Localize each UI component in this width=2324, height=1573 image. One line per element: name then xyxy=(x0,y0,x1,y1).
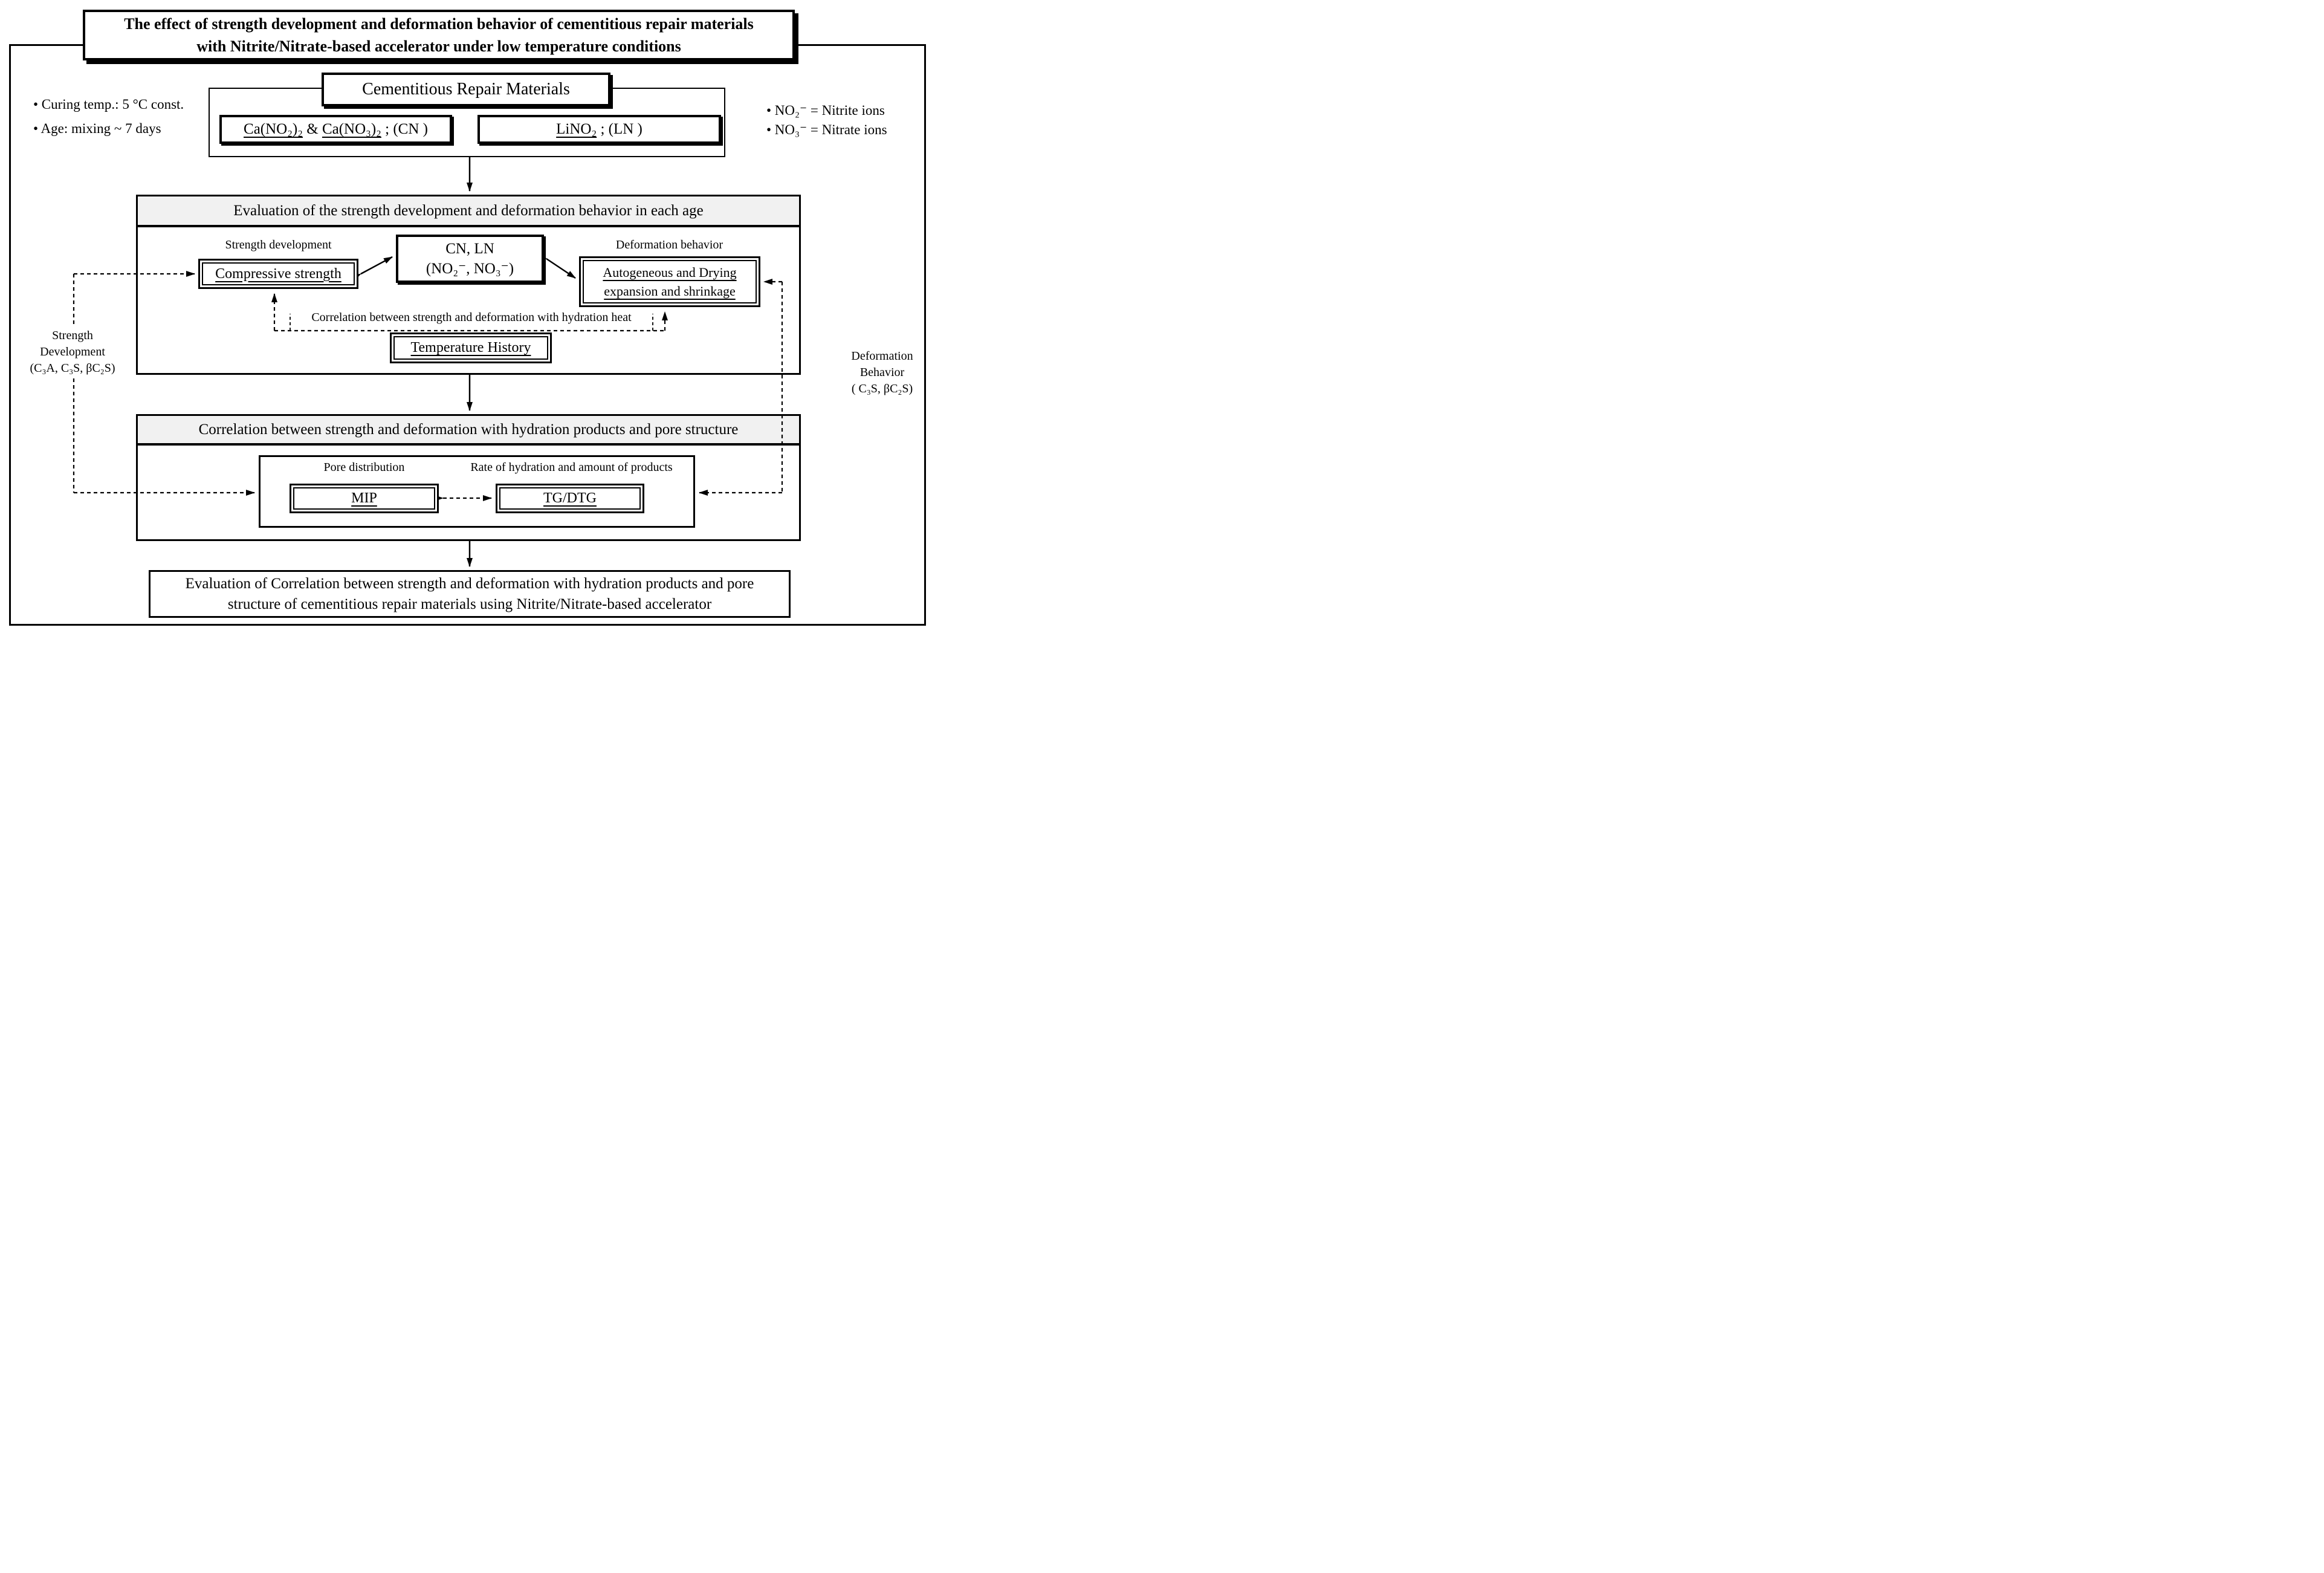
side-left-line1: Strength xyxy=(52,329,93,342)
autogeneous-line1: Autogeneous and Drying xyxy=(603,265,737,280)
cn-formula1: Ca(NO₂)₂ xyxy=(244,121,303,137)
cn-accelerator-box: Ca(NO₂)₂ & Ca(NO₃)₂ ; (CN ) xyxy=(219,115,452,144)
conclusion-line2: structure of cementitious repair materia… xyxy=(227,595,712,612)
rate-of-hydration-label: Rate of hydration and amount of products xyxy=(470,461,673,474)
cnln-line1: CN, LN xyxy=(445,241,494,257)
side-left-line2: Development xyxy=(40,345,105,358)
cnln-line2: (NO₂⁻, NO₃⁻) xyxy=(426,261,514,277)
note-age: • Age: mixing ~ 7 days xyxy=(33,121,161,136)
temperature-history-box: Temperature History xyxy=(390,332,552,363)
ln-suffix: ; (LN ) xyxy=(597,121,642,137)
deformation-behavior-label: Deformation behavior xyxy=(615,238,723,251)
temperature-history-text: Temperature History xyxy=(410,340,531,355)
note-curing-temp: • Curing temp.: 5 °C const. xyxy=(33,97,184,112)
autogeneous-drying-box: Autogeneous and Drying expansion and shr… xyxy=(579,256,760,307)
tg-dtg-text: TG/DTG xyxy=(543,490,597,506)
conclusion-line1: Evaluation of Correlation between streng… xyxy=(185,575,754,592)
side-left-line3: (C₃A, C₃S, βC₂S) xyxy=(30,362,115,375)
mip-text: MIP xyxy=(351,490,377,506)
side-right-line3: ( C₃S, βC₂S) xyxy=(851,382,913,395)
compressive-strength-text: Compressive strength xyxy=(215,265,341,282)
side-label-deformation-behavior: Deformation Behavior ( C₃S, βC₂S) xyxy=(817,348,934,397)
legend-nitrite-ions: • NO₂⁻ = Nitrite ions xyxy=(766,103,885,118)
strength-development-label: Strength development xyxy=(225,238,332,251)
autogeneous-line2: expansion and shrinkage xyxy=(604,284,736,299)
flowchart-canvas: The effect of strength development and d… xyxy=(0,0,934,632)
legend-nitrate-ions: • NO₃⁻ = Nitrate ions xyxy=(766,122,887,137)
pore-distribution-label: Pore distribution xyxy=(323,461,405,474)
tg-dtg-box: TG/DTG xyxy=(496,484,644,513)
mip-box: MIP xyxy=(290,484,439,513)
conclusion-box: Evaluation of Correlation between streng… xyxy=(149,570,791,618)
side-right-line2: Behavior xyxy=(859,366,905,379)
ln-formula: LiNO₂ xyxy=(556,121,597,137)
title-box: The effect of strength development and d… xyxy=(83,10,795,60)
compressive-strength-box: Compressive strength xyxy=(198,259,358,289)
side-label-strength-development: Strength Development (C₃A, C₃S, βC₂S) xyxy=(12,328,133,377)
title-text: The effect of strength development and d… xyxy=(124,13,754,57)
materials-title-box: Cementitious Repair Materials xyxy=(322,73,610,106)
title-line1: The effect of strength development and d… xyxy=(124,15,754,33)
cn-formula2: Ca(NO₃)₂ xyxy=(322,121,381,137)
cn-joiner: & xyxy=(302,121,322,137)
hydration-heat-note: Correlation between strength and deforma… xyxy=(311,311,632,324)
cn-ln-center-box: CN, LN (NO₂⁻, NO₃⁻) xyxy=(396,235,544,283)
ln-accelerator-box: LiNO₂ ; (LN ) xyxy=(477,115,721,144)
cn-suffix: ; (CN ) xyxy=(381,121,428,137)
side-right-line1: Deformation xyxy=(851,349,913,363)
evaluation-header: Evaluation of the strength development a… xyxy=(138,196,799,227)
correlation-header: Correlation between strength and deforma… xyxy=(138,416,799,446)
title-line2: with Nitrite/Nitrate-based accelerator u… xyxy=(196,37,681,55)
